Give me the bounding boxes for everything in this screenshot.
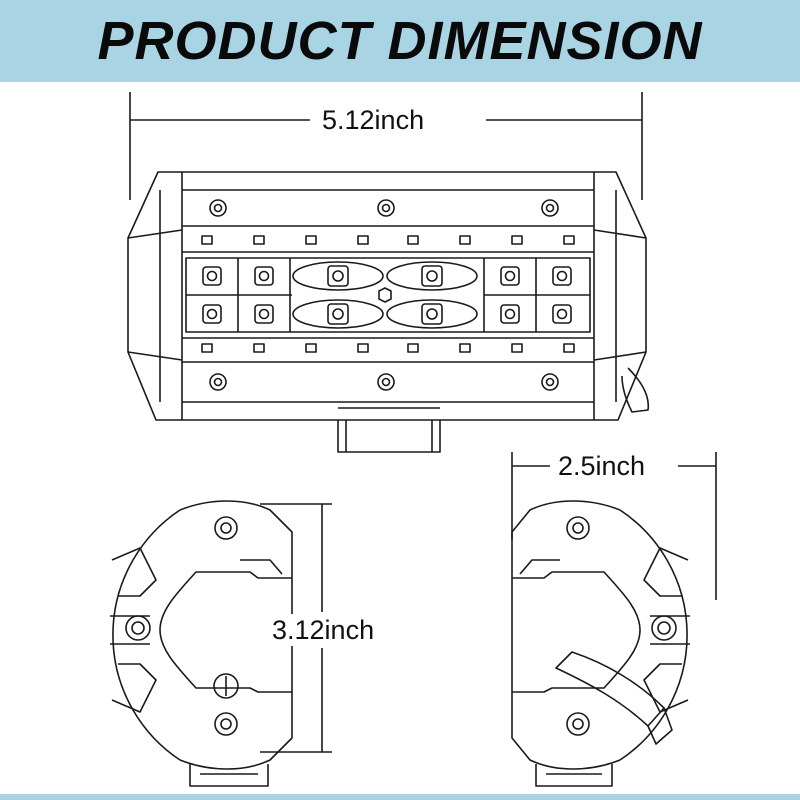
indicator-square — [305, 343, 317, 353]
side-view-right — [511, 500, 690, 787]
led-chip — [552, 266, 572, 286]
indicator-square — [459, 343, 471, 353]
depth-dimension-label: 2.5inch — [558, 450, 646, 482]
height-dimension-line — [260, 503, 332, 753]
indicator-square — [563, 235, 575, 245]
side-view-left — [110, 500, 293, 787]
indicator-square — [407, 235, 419, 245]
title-banner: PRODUCT DIMENSION — [0, 0, 800, 82]
depth-dimension-line — [511, 452, 717, 600]
width-dimension-label: 5.12inch — [322, 104, 425, 136]
indicator-square — [201, 343, 213, 353]
led-lens — [258, 270, 270, 282]
led-lens — [206, 270, 218, 282]
led-lens — [206, 308, 218, 320]
led-lens — [258, 308, 270, 320]
indicator-square — [305, 235, 317, 245]
indicator-square — [459, 235, 471, 245]
led-chip — [254, 304, 274, 324]
height-dimension-label: 3.12inch — [272, 614, 375, 646]
indicator-square — [511, 235, 523, 245]
indicator-square — [253, 235, 265, 245]
indicator-square — [357, 235, 369, 245]
led-lens — [556, 308, 568, 320]
led-chip — [500, 266, 520, 286]
indicator-square — [563, 343, 575, 353]
bottom-accent-bar — [0, 794, 800, 800]
led-chip — [254, 266, 274, 286]
led-chip — [552, 304, 572, 324]
width-dimension-line — [129, 92, 643, 200]
page-title: PRODUCT DIMENSION — [97, 11, 703, 71]
indicator-square — [511, 343, 523, 353]
led-lens — [556, 270, 568, 282]
led-lens — [504, 270, 516, 282]
indicator-square — [253, 343, 265, 353]
indicator-square — [407, 343, 419, 353]
indicator-square — [357, 343, 369, 353]
indicator-square — [201, 235, 213, 245]
led-chip — [500, 304, 520, 324]
led-chip — [202, 304, 222, 324]
led-lens — [504, 308, 516, 320]
led-chip — [202, 266, 222, 286]
front-view — [127, 171, 650, 453]
